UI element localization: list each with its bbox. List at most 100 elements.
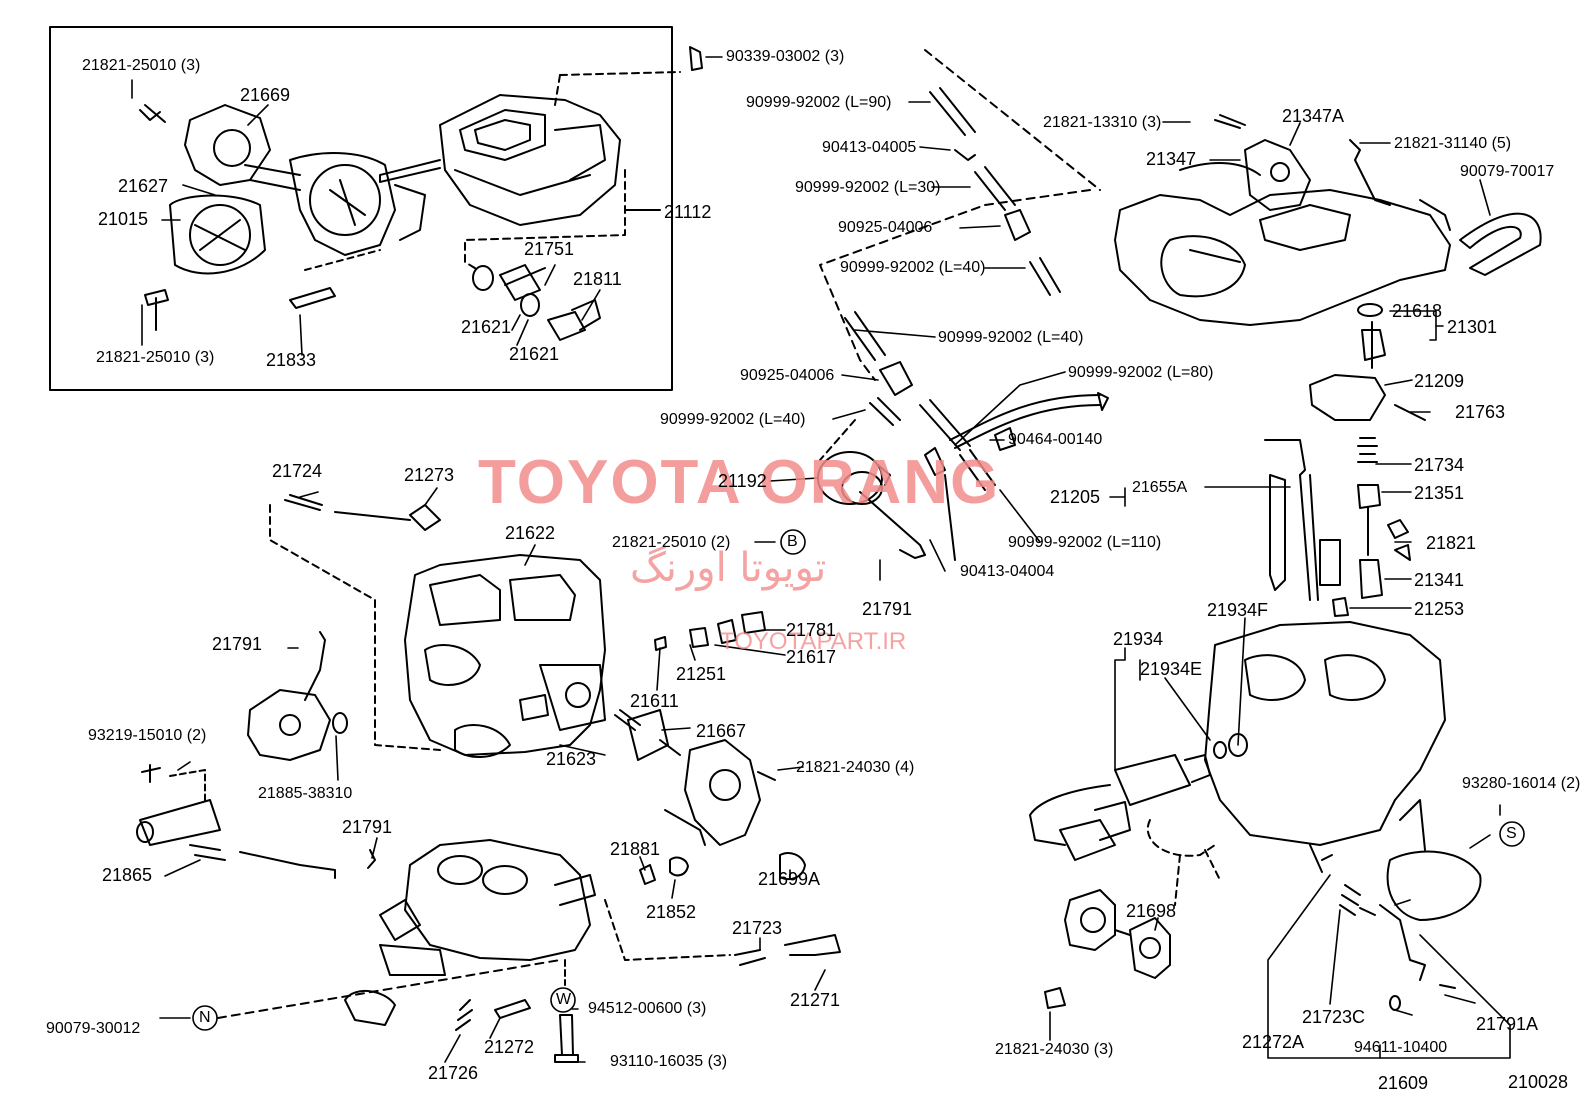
- throttle-linkage: [136, 631, 376, 879]
- callout-b-letter: B: [787, 533, 798, 550]
- part-label: 21699A: [758, 869, 821, 889]
- part-label: 21301: [1447, 317, 1498, 337]
- part-label: 21655A: [1132, 479, 1188, 496]
- dashpot: [1044, 799, 1482, 1011]
- part-label: 21821-13310 (3): [1043, 114, 1162, 131]
- part-label: 21791: [212, 634, 263, 654]
- part-label: 21271: [790, 990, 841, 1010]
- part-label: 21934E: [1140, 659, 1203, 679]
- part-label: 21347A: [1282, 106, 1345, 126]
- part-label: 21192: [718, 471, 767, 491]
- part-label: 21669: [240, 85, 291, 105]
- part-label: 90413-04004: [960, 563, 1055, 580]
- part-label: 21791: [862, 599, 913, 619]
- part-label: 21734: [1414, 455, 1465, 475]
- vacuum-hoses: [819, 49, 1109, 561]
- part-label: 21821-31140 (5): [1394, 135, 1512, 152]
- part-label: 21821-25010 (3): [82, 57, 201, 74]
- part-label: 21821: [1426, 533, 1477, 553]
- part-label: 21885-38310: [258, 785, 353, 802]
- part-label: 21627: [118, 176, 169, 196]
- body-21622: [404, 554, 641, 758]
- watermark-persian: تویوتا اورنگ: [630, 545, 827, 591]
- part-label: 90925-04006: [740, 367, 835, 384]
- part-label: 21253: [1414, 599, 1465, 619]
- float-parts: [1264, 303, 1426, 617]
- choke-housing-assembly: [139, 104, 426, 331]
- part-label: 21351: [1414, 483, 1465, 503]
- part-label: 21726: [428, 1063, 479, 1083]
- part-label: 90413-04005: [822, 139, 917, 156]
- part-label: 90079-30012: [46, 1020, 141, 1037]
- callout-w-circle: [550, 987, 576, 1013]
- watermark-site: TOYOTAPART.IR: [720, 628, 907, 655]
- part-label: 21272A: [1242, 1032, 1305, 1052]
- part-label: 21781: [786, 620, 837, 640]
- callout-s-letter: S: [1506, 825, 1517, 842]
- part-label: 21833: [266, 350, 317, 370]
- part-label: 21852: [646, 902, 697, 922]
- watermark-title: TOYOTA ORANG: [478, 448, 1001, 517]
- part-label: 90999-92002 (L=40): [938, 329, 1084, 346]
- part-label: 21622: [505, 523, 556, 543]
- part-label: 21698: [1126, 901, 1177, 921]
- part-label: 21934F: [1207, 600, 1269, 620]
- part-label: 21821-24030 (3): [995, 1041, 1114, 1058]
- part-label: 21751: [524, 239, 575, 259]
- callout-n-circle: [192, 1005, 218, 1031]
- part-label: 90999-92002 (L=110): [1008, 534, 1162, 551]
- part-label: 21667: [696, 721, 747, 741]
- part-label: 21821-24030 (4): [796, 759, 915, 776]
- part-label: 21865: [102, 865, 153, 885]
- throttle-body: [217, 839, 841, 1063]
- part-label: 21791: [342, 817, 393, 837]
- part-label: 21112: [664, 202, 712, 222]
- part-label: 21015: [98, 209, 149, 229]
- part-label: 21618: [1392, 301, 1443, 321]
- part-label: 90925-04006: [838, 219, 933, 236]
- part-label: 90464-00140: [1008, 431, 1103, 448]
- part-label: 21617: [786, 647, 837, 667]
- part-label: 21791A: [1476, 1014, 1539, 1034]
- part-label: 90339-03002 (3): [726, 48, 845, 65]
- air-horn-body: [379, 71, 681, 341]
- part-label: 93280-16014 (2): [1462, 775, 1581, 792]
- part-label: 21623: [546, 749, 597, 769]
- part-label: 93219-15010 (2): [88, 727, 207, 744]
- part-label: 21273: [404, 465, 455, 485]
- carburetor-assembly: [1114, 114, 1542, 326]
- part-label: 90999-92002 (L=40): [660, 411, 806, 428]
- part-label: 21723: [732, 918, 783, 938]
- fuel-cut-solenoid: [1029, 741, 1227, 861]
- part-label: 21251: [676, 664, 727, 684]
- part-label: 21821-25010 (2): [612, 534, 731, 551]
- part-label: 21621: [509, 344, 560, 364]
- diagram-code: 210028: [1508, 1072, 1569, 1092]
- part-label: 21209: [1414, 371, 1465, 391]
- part-label: 21821-25010 (3): [96, 349, 215, 366]
- part-label: 21811: [573, 269, 622, 289]
- callout-b-circle: [780, 529, 806, 555]
- part-label: 90079-70017: [1460, 163, 1555, 180]
- part-label: 90999-92002 (L=40): [840, 259, 986, 276]
- part-label: 21611: [630, 691, 679, 711]
- part-label: 21621: [461, 317, 512, 337]
- part-label: 21723C: [1302, 1007, 1366, 1027]
- part-label: 21724: [272, 461, 323, 481]
- part-label: 21347: [1146, 149, 1197, 169]
- callout-n-letter: N: [199, 1009, 211, 1026]
- part-label: 94611-10400: [1354, 1039, 1448, 1056]
- part-label: 90999-92002 (L=90): [746, 94, 892, 111]
- part-label: 21205: [1050, 487, 1101, 507]
- part-label: 93110-16035 (3): [610, 1053, 728, 1070]
- part-label: 21272: [484, 1037, 535, 1057]
- part-label: 21881: [610, 839, 661, 859]
- inset-frame: [49, 26, 673, 391]
- part-label: 21934: [1113, 629, 1164, 649]
- part-label: 21763: [1455, 402, 1506, 422]
- part-label: 21609: [1378, 1073, 1429, 1093]
- part-label: 90999-92002 (L=80): [1068, 364, 1214, 381]
- callout-w-letter: W: [556, 991, 572, 1008]
